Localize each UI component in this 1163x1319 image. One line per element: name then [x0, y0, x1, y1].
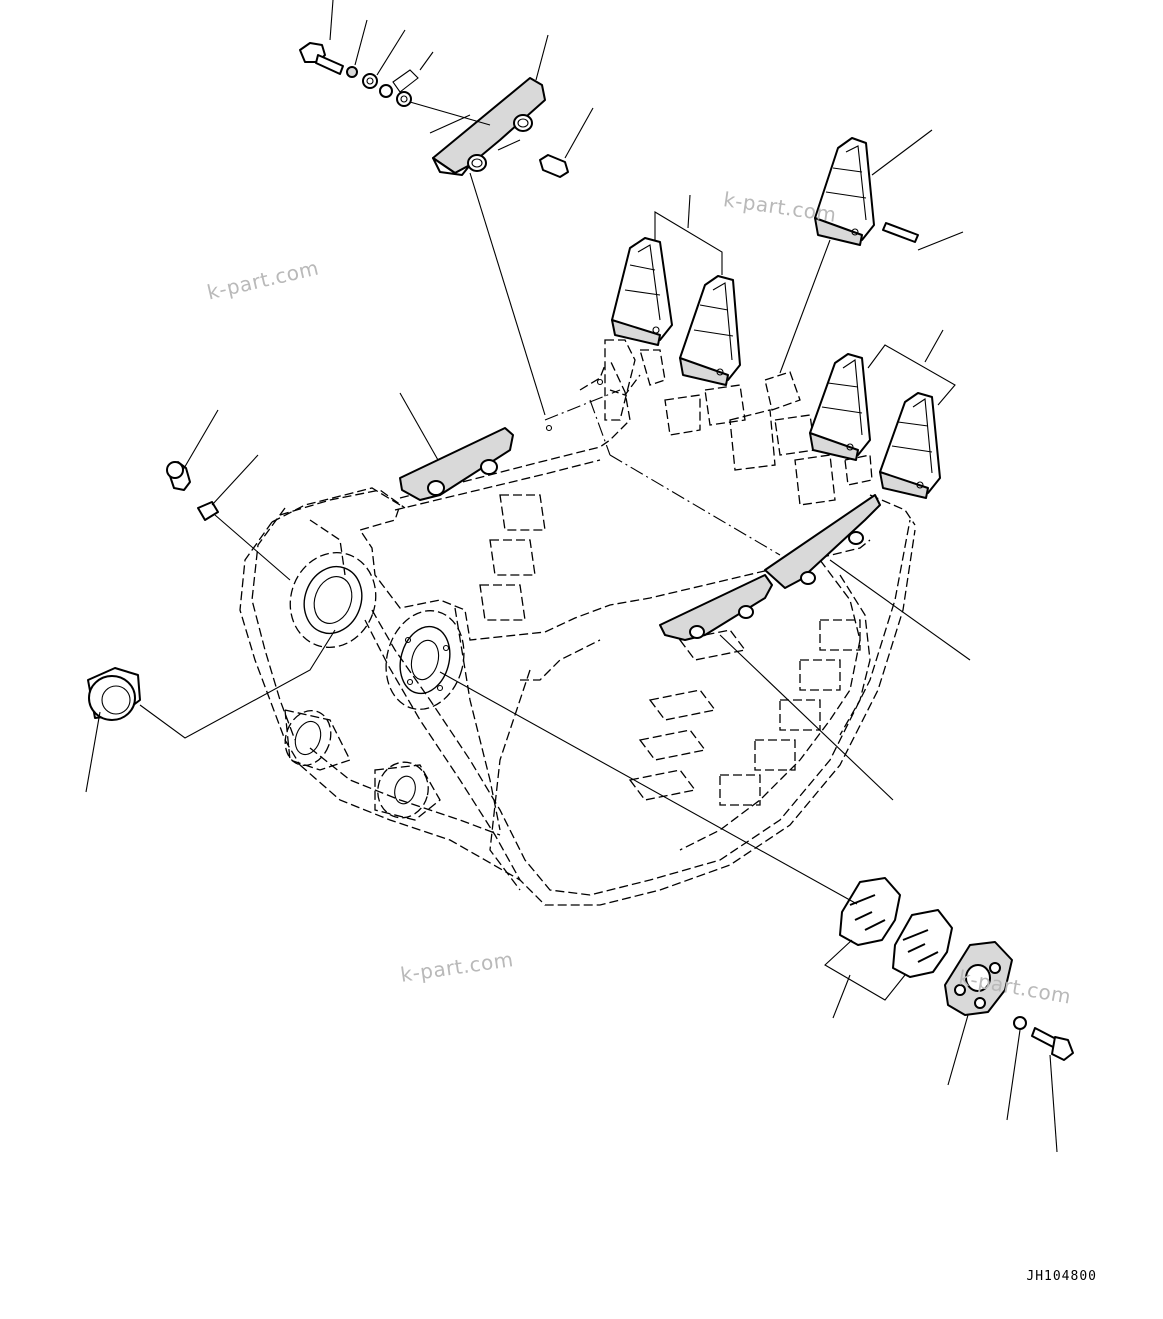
leader-lines	[85, 0, 1058, 1153]
bushing-left	[87, 667, 141, 721]
hinge-boss-link	[385, 610, 465, 710]
edge-shroud-right	[764, 494, 881, 589]
edge-shroud-middle	[659, 574, 773, 641]
tooth-pin	[882, 222, 919, 243]
tooth-1	[611, 237, 673, 346]
drawing-code: JH104800	[1026, 1269, 1097, 1284]
shims-lower-right	[839, 877, 1074, 1061]
bucket-teeth	[611, 137, 941, 499]
side-cutter-top	[432, 77, 546, 176]
tooth-4	[809, 353, 871, 461]
bolt-set-top	[299, 42, 569, 178]
tooth-3	[814, 137, 875, 246]
pin-and-block	[166, 461, 219, 521]
tooth-2	[679, 275, 741, 386]
side-shroud-left	[399, 427, 514, 501]
hinge-boss-upper	[289, 552, 377, 648]
tooth-5	[879, 392, 941, 499]
lower-bosses	[284, 709, 441, 821]
